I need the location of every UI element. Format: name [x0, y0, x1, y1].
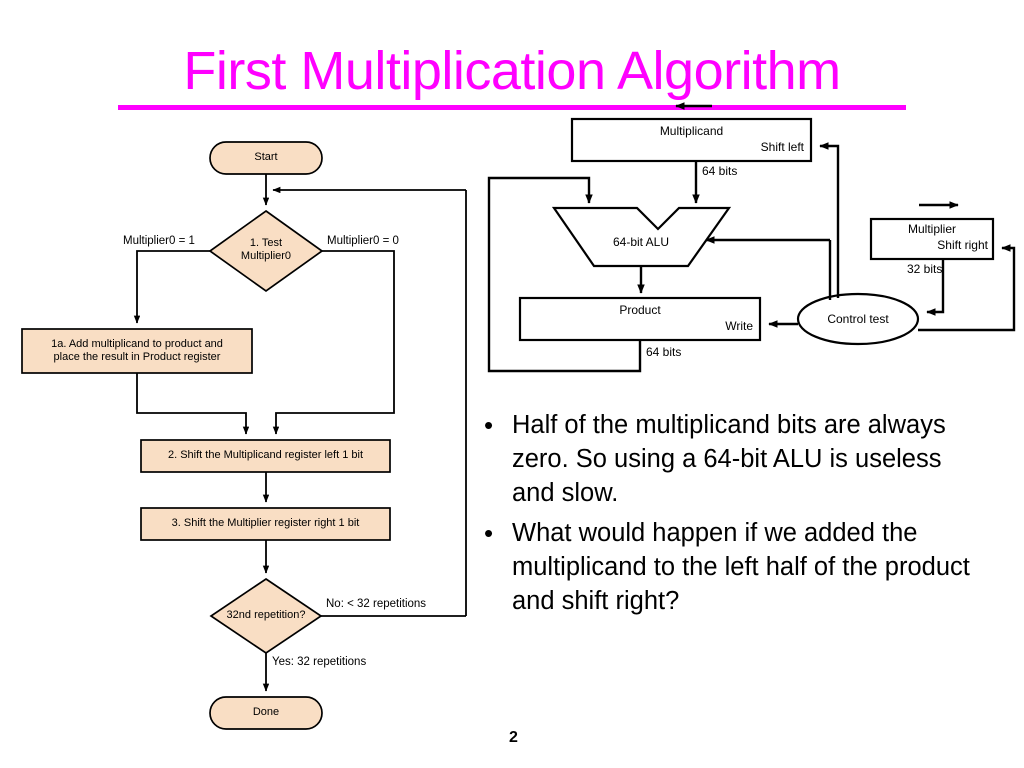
bullet-marker-icon: • [484, 410, 494, 440]
bus-label-product-width: 64 bits [646, 345, 682, 359]
block-multiplier-sub: Shift right [937, 238, 988, 252]
edge-1a-to-step2 [136, 373, 250, 435]
page-title: First Multiplication Algorithm [183, 41, 841, 101]
block-multiplicand-sub: Shift left [760, 140, 804, 154]
block-product-title: Product [619, 303, 661, 317]
bullet-marker-icon: • [484, 518, 494, 548]
wire-control-to-multiplier [918, 244, 1016, 332]
edge-test-left [133, 250, 210, 324]
edge-label-multiplier0-eq-1: Multiplier0 = 1 [123, 235, 195, 247]
block-control-test[interactable] [796, 292, 920, 346]
wire-multiplier-to-control [926, 259, 945, 316]
title-underline [118, 105, 906, 110]
node-done[interactable] [209, 696, 323, 730]
wire-control-to-multiplicand [819, 142, 840, 298]
node-step-2-label: 2. Shift the Multiplicand register left … [167, 449, 364, 461]
block-multiplier[interactable] [869, 217, 995, 261]
node-step-1a[interactable] [21, 328, 253, 374]
slide-number: 2 [509, 729, 518, 746]
list-item: • What would happen if we added the mult… [484, 516, 984, 618]
edge-label-multiplier0-eq-0: Multiplier0 = 0 [327, 235, 399, 247]
node-step-3[interactable] [140, 507, 391, 541]
node-start-label: Start [254, 151, 278, 163]
node-step-2[interactable] [140, 439, 391, 473]
datapath-wires [487, 102, 1016, 373]
datapath-blocks [518, 117, 995, 346]
bus-label-multiplicand-width: 64 bits [702, 164, 738, 178]
bullet-text: What would happen if we added the multip… [512, 519, 970, 615]
list-item: • Half of the multiplicand bits are alwa… [484, 408, 984, 510]
block-multiplier-title: Multiplier [907, 222, 956, 236]
wire-product-feedback-to-alu [487, 176, 642, 373]
bullet-text: Half of the multiplicand bits are always… [512, 411, 946, 507]
edge-label-no-branch: No: < 32 repetitions [326, 598, 427, 610]
flowchart-connectors [133, 174, 467, 692]
block-multiplicand-title: Multiplicand [659, 124, 724, 138]
block-alu-title: 64-bit ALU [612, 235, 670, 249]
block-multiplicand[interactable] [570, 117, 813, 163]
bullet-list: • Half of the multiplicand bits are alwa… [484, 408, 984, 624]
node-done-label: Done [252, 706, 280, 718]
flowchart-shapes [21, 141, 391, 730]
block-alu[interactable] [551, 206, 732, 268]
node-step-3-label: 3. Shift the Multiplier register right 1… [171, 517, 360, 529]
block-control-test-title: Control test [827, 312, 889, 326]
block-product-sub: Write [725, 319, 753, 333]
edge-test-right [272, 250, 395, 435]
edge-label-yes-branch: Yes: 32 repetitions [272, 656, 367, 668]
node-step-1a-label: 1a. Add multiplicand to product and plac… [51, 338, 223, 363]
bus-label-multiplier-width: 32 bits [907, 262, 943, 276]
node-32nd-repetition-label: 32nd repetition? [226, 609, 306, 621]
node-test-multiplier0[interactable] [208, 209, 324, 293]
block-product[interactable] [518, 296, 762, 342]
node-test-multiplier0-label: 1. Test Multiplier0 [240, 237, 292, 262]
